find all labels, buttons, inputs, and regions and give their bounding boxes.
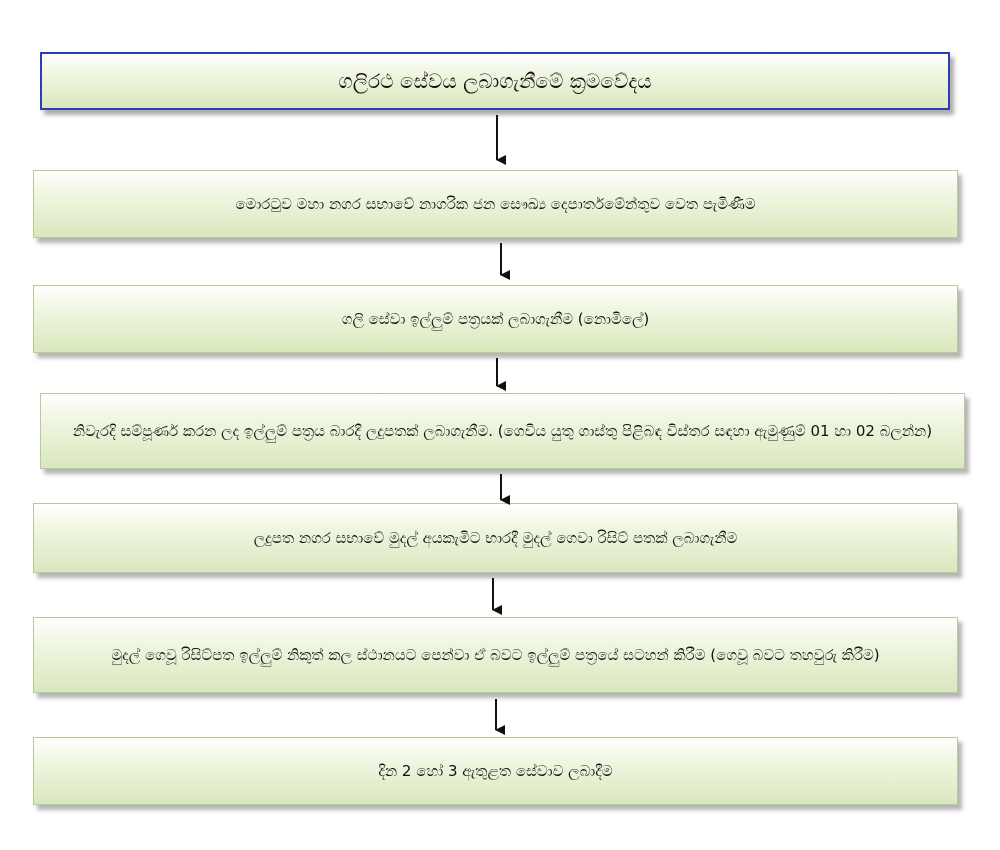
flowchart-title-box: ගලිරථ සේවය ලබාගැනීමේ ක්‍රමවේදය (40, 52, 950, 110)
step-4-text: ලදුපත නගර සභාවේ මුදල් අයකැමිට භාරදී මුදල… (253, 529, 738, 547)
step-3-box: නිවැරදි සම්පූර්ණ කරන ලද ඉල්ලුම් පත්‍රය බ… (40, 393, 965, 469)
step-1-text: මොරටුව මහා නගර සභාවේ නාගරික ජන සෞඛ්‍ය දෙ… (235, 195, 756, 213)
step-2-box: ගලි සේවා ඉල්ලුම් පත්‍රයක් ලබාගැනීම (නොමි… (33, 285, 958, 353)
step-3-text: නිවැරදි සම්පූර්ණ කරන ලද ඉල්ලුම් පත්‍රය බ… (72, 422, 933, 440)
step-6-text: දින 2 හෝ 3 ඇතුළත සේවාව ලබාදීම (378, 762, 613, 780)
step-5-box: මුදල් ගෙවූ රිසිට්පත ඉල්ලුම් නිකුත් කල ස්… (33, 617, 958, 693)
step-4-box: ලදුපත නගර සභාවේ මුදල් අයකැමිට භාරදී මුදල… (33, 503, 958, 573)
step-1-box: මොරටුව මහා නගර සභාවේ නාගරික ජන සෞඛ්‍ය දෙ… (33, 170, 958, 238)
step-2-text: ගලි සේවා ඉල්ලුම් පත්‍රයක් ලබාගැනීම (නොමි… (341, 310, 650, 328)
step-6-box: දින 2 හෝ 3 ඇතුළත සේවාව ලබාදීම (33, 737, 958, 805)
step-5-text: මුදල් ගෙවූ රිසිට්පත ඉල්ලුම් නිකුත් කල ස්… (111, 646, 880, 664)
flowchart-title: ගලිරථ සේවය ලබාගැනීමේ ක්‍රමවේදය (338, 69, 652, 93)
